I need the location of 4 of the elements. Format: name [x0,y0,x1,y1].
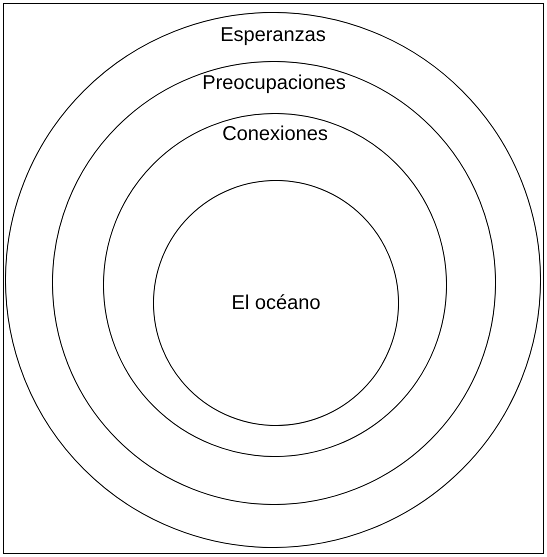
ring-label: El océano [232,291,320,315]
ring-label: Conexiones [222,122,328,146]
ring-label: Esperanzas [220,23,326,47]
ring-label: Preocupaciones [202,71,346,95]
